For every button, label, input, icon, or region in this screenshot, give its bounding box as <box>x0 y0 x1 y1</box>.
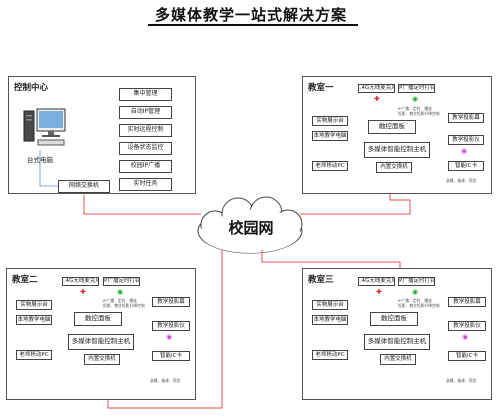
classroom-2-local-pc: 本地教学电脑 <box>16 315 52 325</box>
classroom-2-ic-card: 智能IC卡 <box>152 351 190 361</box>
classroom-1-note-recording: 录播、备课、预览 <box>446 178 477 183</box>
classroom-3-bell-signal-icon: ◉ <box>412 288 419 296</box>
classroom-2-note-broadcast: IP广播、定时、播放 <box>103 298 137 303</box>
classroom-3-projector: 教学投影仪 <box>448 321 486 331</box>
classroom-1-document-camera: 实物展示台 <box>312 116 348 126</box>
classroom-1-ic-card: 智能IC卡 <box>448 161 484 171</box>
classroom-1-projection-screen: 教学投影幕 <box>448 113 484 123</box>
classroom-1-title: 教室一 <box>308 83 334 93</box>
classroom-2-mic-signal-icon: ✚ <box>80 288 86 296</box>
classroom-1-note-projection: 投影、教学投影升降控制 <box>398 111 440 116</box>
control-center-title: 控制中心 <box>14 83 49 93</box>
classroom-1-ip-bell: IP广播定时打铃 <box>398 84 435 93</box>
campus-network-cloud <box>197 196 303 254</box>
classroom-1-note-broadcast: IP广播、定时、播放 <box>398 106 432 111</box>
classroom-1-switch: 内置交换机 <box>376 162 412 173</box>
classroom-3-touch-panel: 触控面板 <box>370 312 418 326</box>
classroom-2-title: 教室二 <box>12 275 38 285</box>
classroom-1-touch-panel: 触控面板 <box>368 120 416 134</box>
classroom-3-local-pc: 本地教学电脑 <box>312 315 348 325</box>
classroom-1-bell-signal-icon: ◉ <box>412 95 419 103</box>
classroom-3-ip-bell: IP广播定时打铃 <box>398 277 435 286</box>
classroom-2-document-camera: 实物展示台 <box>16 300 52 310</box>
control-center-panel: 控制中心 台式电脑 集中管理 自动IP管理 实时远程控制 设备状态监控 校园IP… <box>8 76 196 194</box>
classroom-3-switch: 内置交换机 <box>380 354 416 365</box>
classroom-1-projector: 教学投影仪 <box>448 135 484 145</box>
classroom-2-projector-icon: ◉ <box>166 333 173 341</box>
classroom-3-teacher-pc: 老师移动PC <box>312 350 348 360</box>
classroom-2-teacher-pc: 老师移动PC <box>16 350 52 360</box>
classroom-3-ic-card: 智能IC卡 <box>448 351 486 361</box>
fn-device-status-monitor: 设备状态监控 <box>119 142 172 155</box>
fn-campus-ip-broadcast: 校园IP广播 <box>119 160 172 173</box>
classroom-2-touch-panel: 触控面板 <box>74 312 122 326</box>
control-network-switch: 网络交换机 <box>58 180 110 193</box>
title-underline <box>148 24 358 26</box>
classroom-2-projector: 教学投影仪 <box>152 321 190 331</box>
classroom-2-bell-signal-icon: ◉ <box>117 288 124 296</box>
classroom-1-teacher-pc: 老师移动PC <box>312 161 348 171</box>
classroom-2-control-host: 多媒体智能控制主机 <box>68 334 134 350</box>
fn-centralized-management: 集中管理 <box>119 88 172 101</box>
classroom-3-mic-signal-icon: ✚ <box>376 288 382 296</box>
classroom-3-note-broadcast: IP广播、定时、播放 <box>398 298 432 303</box>
fn-realtime-tasks: 实时任务 <box>119 178 172 191</box>
classroom-1-local-pc: 本地教学电脑 <box>312 131 348 141</box>
fn-realtime-remote-control: 实时远程控制 <box>119 124 172 137</box>
classroom-2-note-recording: 录播、备课、预览 <box>150 378 181 383</box>
classroom-3-panel: 教室三 <box>302 268 492 400</box>
classroom-3-note-recording: 录播、备课、预览 <box>446 378 477 383</box>
page-title: 多媒体教学一站式解决方案 <box>154 6 347 24</box>
classroom-2-projection-screen: 教学投影幕 <box>152 297 190 307</box>
classroom-1-mic-signal-icon: ✚ <box>374 95 380 103</box>
classroom-2-note-projection: 投影、教学投影升降控制 <box>103 303 145 308</box>
classroom-3-control-host: 多媒体智能控制主机 <box>364 334 430 350</box>
classroom-1-wireless-mic: 2.4G无线麦克风 <box>358 84 395 93</box>
classroom-3-projection-screen: 教学投影幕 <box>448 297 486 307</box>
fn-auto-ip-management: 自动IP管理 <box>119 106 172 119</box>
campus-network-label: 校园网 <box>228 219 274 237</box>
classroom-3-projector-icon: ◉ <box>462 333 469 341</box>
classroom-3-wireless-mic: 2.4G无线麦克风 <box>358 277 395 286</box>
classroom-1-projector-icon: ◉ <box>461 147 468 155</box>
classroom-2-switch: 内置交换机 <box>84 354 120 365</box>
classroom-2-wireless-mic: 2.4G无线麦克风 <box>62 277 99 286</box>
classroom-3-document-camera: 实物展示台 <box>312 300 348 310</box>
classroom-1-control-host: 多媒体智能控制主机 <box>364 142 430 158</box>
desktop-computer-icon <box>23 108 66 146</box>
classroom-2-ip-bell: IP广播定时打铃 <box>103 277 140 286</box>
classroom-3-title: 教室三 <box>308 275 334 285</box>
classroom-3-note-projection: 投影、教学投影升降控制 <box>398 303 440 308</box>
